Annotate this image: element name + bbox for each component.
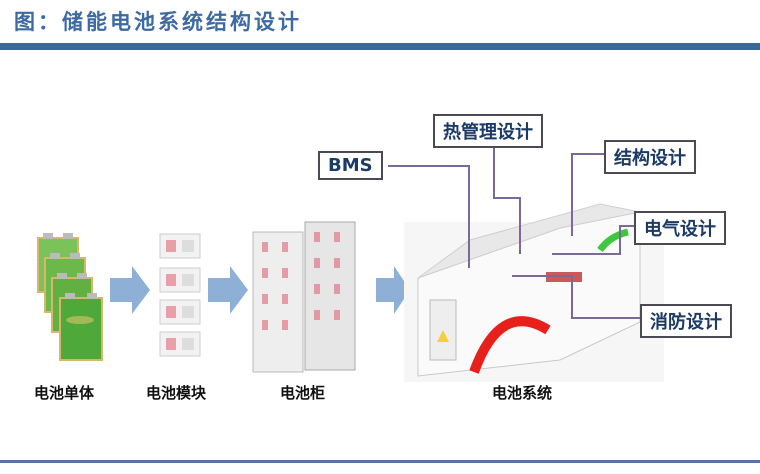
figure-title: 图：储能电池系统结构设计 [14,9,302,34]
callout-electrical: 电气设计 [634,211,726,245]
arrow-2-icon [208,266,248,314]
callout-fire: 消防设计 [640,304,732,338]
callout-structure: 结构设计 [604,140,696,174]
battery-container-illustration [404,203,664,382]
arrow-1-icon [110,266,150,314]
stage-label-module: 电池模块 [146,384,207,402]
bottom-divider [0,460,760,463]
stage-label-cell: 电池单体 [34,384,95,402]
battery-module-illustration [159,233,201,357]
title-divider [0,43,760,50]
battery-cabinet-illustration [252,221,356,373]
arrow-3-icon [376,266,410,314]
stage-label-system: 电池系统 [492,384,553,402]
stage-label-cabinet: 电池柜 [280,384,326,402]
callout-thermal: 热管理设计 [433,114,543,148]
battery-cell-illustration [37,233,103,361]
leader-lines [388,142,640,319]
callout-bms: BMS [318,151,383,180]
